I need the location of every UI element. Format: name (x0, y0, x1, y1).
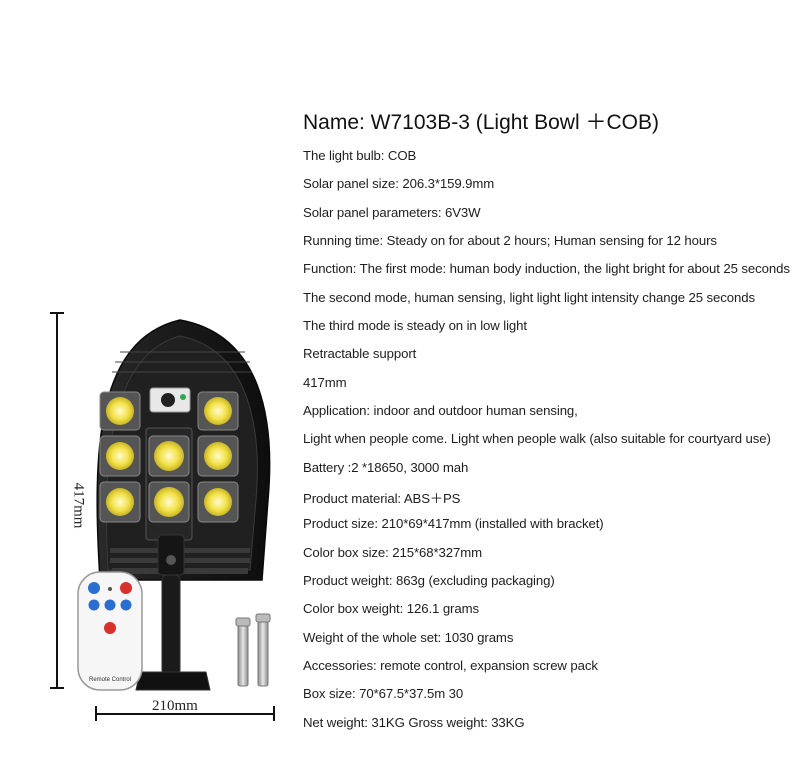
height-dimension-line (50, 312, 64, 689)
spec-line: Battery :2 *18650, 3000 mah (303, 460, 469, 475)
spec-line: 417mm (303, 375, 347, 390)
spec-line: Weight of the whole set: 1030 grams (303, 630, 514, 645)
width-dimension-line (95, 706, 275, 721)
spec-line: Box size: 70*67.5*37.5m 30 (303, 686, 464, 701)
spec-line: Application: indoor and outdoor human se… (303, 403, 578, 418)
expansion-screws (235, 613, 271, 687)
product-title: Name: W7103B-3 (Light Bowl ＋COB) (303, 111, 659, 134)
spec-line: Net weight: 31KG Gross weight: 33KG (303, 715, 525, 730)
spec-line: Solar panel size: 206.3*159.9mm (303, 176, 495, 191)
spec-line: The light bulb: COB (303, 148, 417, 163)
spec-line: Light when people come. Light when peopl… (303, 431, 771, 446)
mount-bracket (135, 534, 211, 691)
height-dimension-label: 417mm (70, 482, 87, 529)
spec-line: Function: The first mode: human body ind… (303, 261, 790, 276)
spec-line: Accessories: remote control, expansion s… (303, 658, 598, 673)
spec-line: Solar panel parameters: 6V3W (303, 205, 481, 220)
spec-line: Product size: 210*69*417mm (installed wi… (303, 516, 604, 531)
spec-line: Product weight: 863g (excluding packagin… (303, 573, 555, 588)
spec-line: Retractable support (303, 346, 417, 361)
remote-control: Remote Control (77, 571, 143, 691)
spec-line: Product material: ABS＋PS (303, 491, 461, 506)
spec-line: Running time: Steady on for about 2 hour… (303, 233, 717, 248)
width-dimension-label: 210mm (152, 698, 198, 714)
spec-line: Color box size: 215*68*327mm (303, 545, 482, 560)
led-panels (99, 391, 239, 523)
spec-line: Color box weight: 126.1 grams (303, 601, 479, 616)
spec-line: The second mode, human sensing, light li… (303, 290, 755, 305)
product-image: Remote Control (50, 312, 275, 721)
remote-label: Remote Control (89, 677, 131, 683)
spec-line: The third mode is steady on in low light (303, 318, 527, 333)
